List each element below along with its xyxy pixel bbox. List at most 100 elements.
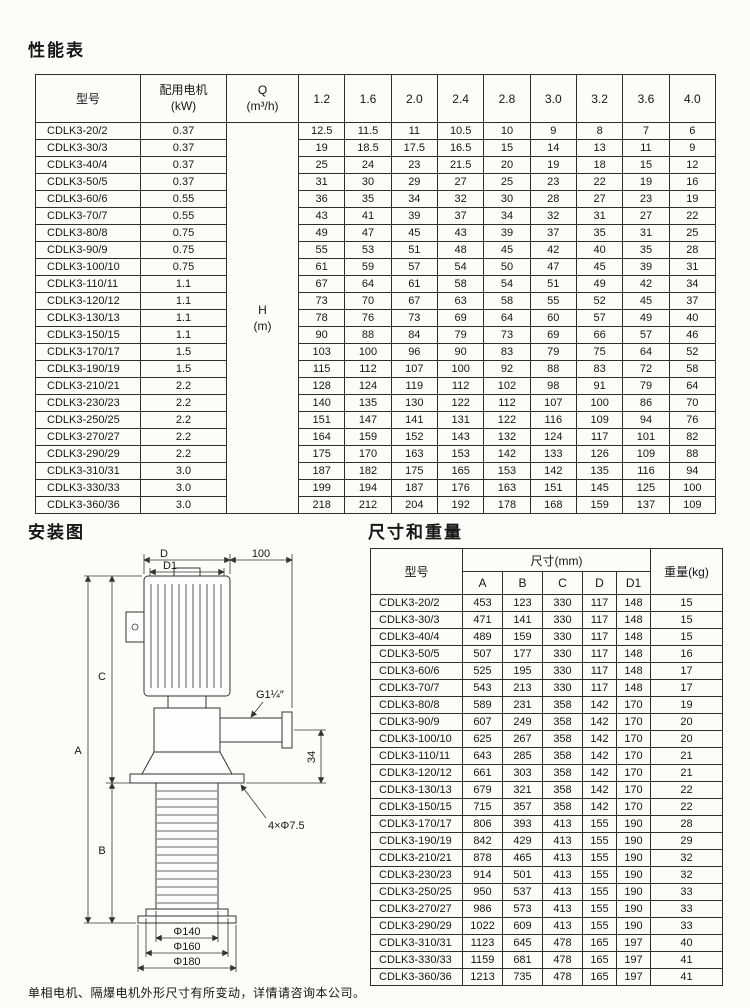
dia-label-160: Φ160: [173, 941, 200, 953]
dimension-value-cell: 165: [582, 934, 617, 952]
model-cell: CDLK3-30/3: [370, 611, 463, 629]
head-value-cell: 34: [390, 190, 438, 208]
dimension-value-cell: 358: [542, 696, 583, 714]
head-value-cell: 27: [575, 190, 624, 208]
head-value-cell: 137: [622, 496, 670, 514]
model-cell: CDLK3-80/8: [370, 696, 463, 714]
head-value-cell: 10.5: [436, 122, 485, 140]
dimension-value-cell: 148: [616, 679, 651, 697]
head-value-cell: 18.5: [344, 139, 392, 157]
head-value-cell: 23: [529, 173, 577, 191]
dim-label-34: 34: [306, 751, 318, 763]
dimension-value-cell: 842: [462, 832, 503, 850]
head-value-cell: 47: [529, 258, 577, 276]
head-value-cell: 73: [483, 326, 531, 344]
head-value-cell: 131: [436, 411, 485, 429]
head-value-cell: 91: [575, 377, 624, 395]
dimension-value-cell: 15: [650, 594, 723, 612]
dimension-value-cell: 806: [462, 815, 503, 833]
head-value-cell: 83: [575, 360, 624, 378]
head-value-cell: 100: [436, 360, 485, 378]
dimension-value-cell: 117: [582, 662, 617, 680]
dim-label-d1: D1: [163, 560, 177, 572]
head-value-cell: 78: [297, 309, 346, 327]
terminal-box-hole: [131, 623, 139, 631]
head-value-cell: 58: [436, 275, 485, 293]
head-value-cell: 88: [344, 326, 392, 344]
head-value-cell: 31: [575, 207, 624, 225]
dimension-value-cell: 413: [542, 866, 583, 884]
head-value-cell: 46: [668, 326, 717, 344]
dimension-value-cell: 878: [462, 849, 503, 867]
dimension-value-cell: 17: [650, 679, 723, 697]
dimension-value-cell: 22: [650, 781, 723, 799]
head-value-cell: 109: [575, 411, 624, 429]
head-value-cell: 66: [575, 326, 624, 344]
dimension-value-cell: 358: [542, 781, 583, 799]
dim-label-100: 100: [252, 548, 270, 560]
dimension-value-cell: 15: [650, 628, 723, 646]
motor-power-cell: 1.1: [140, 309, 227, 327]
head-value-cell: 49: [622, 309, 670, 327]
head-value-cell: 187: [297, 462, 346, 480]
motor-power-cell: 2.2: [140, 445, 227, 463]
head-value-cell: 88: [529, 360, 577, 378]
head-value-cell: 39: [483, 224, 531, 242]
extension-lines-bottom: [137, 911, 237, 972]
dimension-value-cell: 170: [616, 781, 651, 799]
dimension-value-cell: 478: [542, 951, 583, 969]
head-value-cell: 40: [575, 241, 624, 259]
head-value-cell: 67: [297, 275, 346, 293]
motor-power-cell: 3.0: [140, 479, 227, 497]
dimension-value-cell: 413: [542, 832, 583, 850]
model-cell: CDLK3-360/36: [35, 496, 141, 514]
head-value-cell: 163: [483, 479, 531, 497]
motor-power-cell: 1.5: [140, 343, 227, 361]
dim-label-c: C: [98, 671, 106, 683]
head-value-cell: 43: [297, 207, 346, 225]
head-value-cell: 57: [622, 326, 670, 344]
dimension-value-cell: 190: [616, 815, 651, 833]
head-value-cell: 70: [344, 292, 392, 310]
head-value-cell: 86: [622, 394, 670, 412]
dimension-value-cell: 197: [616, 951, 651, 969]
head-value-cell: 31: [622, 224, 670, 242]
head-value-cell: 76: [344, 309, 392, 327]
dimension-value-cell: 679: [462, 781, 503, 799]
dimension-value-cell: 190: [616, 900, 651, 918]
head-value-cell: 36: [297, 190, 346, 208]
head-value-cell: 126: [575, 445, 624, 463]
head-value-cell: 79: [622, 377, 670, 395]
head-value-cell: 11: [622, 139, 670, 157]
model-cell: CDLK3-120/12: [370, 764, 463, 782]
flow-rate-header: 4.0: [668, 74, 717, 123]
flow-rate-header: 2.8: [483, 74, 531, 123]
head-value-cell: 204: [390, 496, 438, 514]
dimension-value-cell: 1213: [462, 968, 503, 986]
motor-stool: [167, 695, 207, 709]
dimension-value-cell: 330: [542, 679, 583, 697]
head-value-cell: 43: [436, 224, 485, 242]
dimension-value-cell: 148: [616, 628, 651, 646]
model-cell: CDLK3-210/21: [370, 849, 463, 867]
motor-fins: [150, 584, 222, 688]
head-value-cell: 45: [622, 292, 670, 310]
dimension-value-cell: 543: [462, 679, 503, 697]
head-value-cell: 122: [436, 394, 485, 412]
model-cell: CDLK3-60/6: [370, 662, 463, 680]
head-value-cell: 27: [436, 173, 485, 191]
head-value-cell: 100: [575, 394, 624, 412]
head-value-cell: 35: [622, 241, 670, 259]
head-value-cell: 14: [529, 139, 577, 157]
